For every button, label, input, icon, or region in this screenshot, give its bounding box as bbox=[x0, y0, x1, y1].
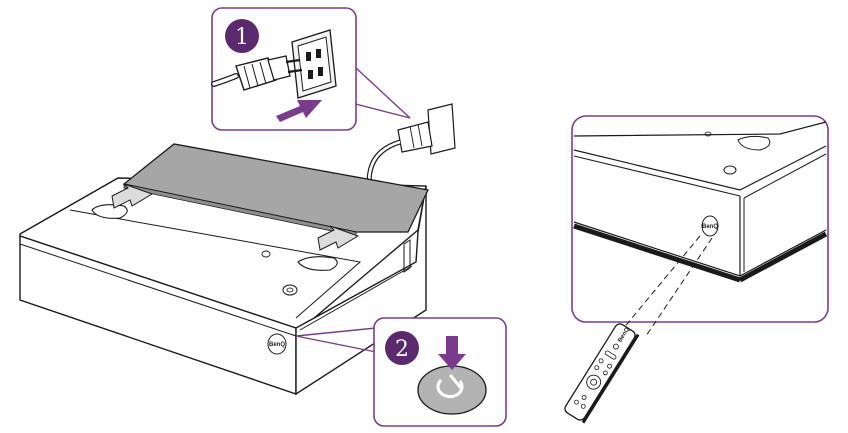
left-vent bbox=[91, 204, 128, 219]
remote-panel: BenQ bbox=[571, 115, 829, 337]
power-button-icon bbox=[282, 284, 298, 296]
step-1-badge: 1 bbox=[225, 19, 259, 53]
step-1-number: 1 bbox=[235, 25, 249, 50]
scene-plug bbox=[397, 121, 433, 153]
brand-logo: BenQ bbox=[267, 333, 287, 355]
brand-logo-text: BenQ bbox=[702, 224, 718, 230]
ir-signal bbox=[621, 235, 701, 331]
power-button-icon bbox=[723, 165, 737, 175]
right-vent bbox=[297, 256, 338, 271]
step-2-number: 2 bbox=[395, 337, 409, 362]
up-arrow-icon bbox=[317, 225, 360, 251]
power-plug-icon bbox=[211, 55, 303, 91]
projector: BenQ bbox=[19, 143, 429, 396]
wall-outlet-icon bbox=[291, 29, 337, 99]
down-arrow-icon bbox=[438, 336, 466, 370]
remote-control-icon: BenQ bbox=[564, 323, 640, 424]
up-arrow-icon bbox=[111, 183, 154, 209]
power-button-icon bbox=[417, 365, 487, 415]
step-2-badge: 2 bbox=[385, 331, 419, 365]
step-2-pointer bbox=[295, 327, 377, 353]
wall-outlet-scene bbox=[366, 103, 456, 188]
brand-logo-text: BenQ bbox=[269, 342, 285, 348]
brand-logo: BenQ bbox=[701, 215, 719, 237]
step-1-pointer bbox=[339, 67, 411, 119]
step-1-callout: 1 bbox=[211, 7, 411, 131]
remote-panel-frame bbox=[571, 115, 829, 323]
step-2-callout: 2 bbox=[295, 317, 507, 427]
push-arrow-icon bbox=[276, 100, 322, 122]
